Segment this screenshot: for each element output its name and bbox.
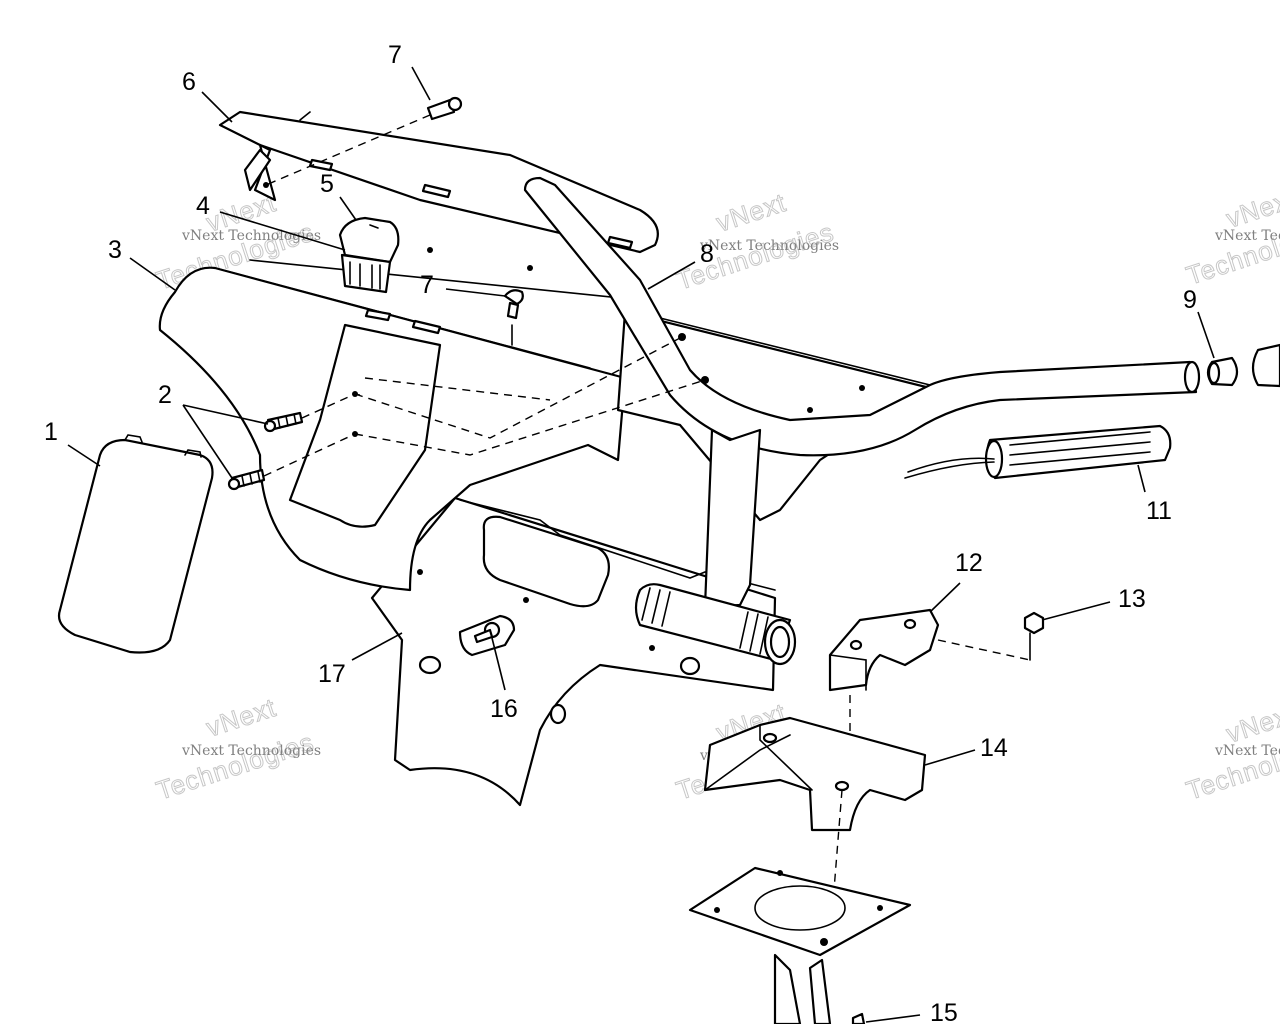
watermark-name: vNext Technologies bbox=[699, 238, 839, 254]
callout-2: 2 bbox=[158, 381, 172, 409]
callout-7-center: 7 bbox=[420, 271, 434, 299]
callout-14: 14 bbox=[980, 734, 1008, 762]
part-2-screws bbox=[227, 336, 706, 491]
part-7-fastener-center bbox=[503, 289, 524, 346]
watermark-bottom-right: vNext vNext Technologies Technologies bbox=[1182, 698, 1280, 807]
watermark-top-right: vNext vNext Technologies Technologies bbox=[1182, 183, 1280, 292]
part-16-grommet bbox=[458, 614, 516, 657]
leader-lines bbox=[67, 66, 1215, 1023]
callout-4: 4 bbox=[196, 192, 210, 220]
callout-8: 8 bbox=[700, 240, 714, 268]
callout-12: 12 bbox=[955, 549, 983, 577]
watermark-top-center: vNext vNext Technologies Technologies bbox=[672, 187, 839, 297]
watermark-brand: vNext bbox=[713, 187, 790, 238]
part-8-handlebar bbox=[523, 176, 1201, 609]
part-14-lower-clamp bbox=[703, 716, 927, 941]
watermark-name: vNext Technologies bbox=[1214, 228, 1280, 244]
watermark-name: vNext Technologies bbox=[1214, 743, 1280, 759]
callout-5: 5 bbox=[320, 170, 334, 198]
part-13-nut bbox=[1023, 611, 1045, 661]
watermark-name: vNext Technologies bbox=[181, 743, 321, 759]
crossbar-tube bbox=[634, 583, 797, 666]
watermark-bottom-left: vNext vNext Technologies Technologies bbox=[152, 692, 321, 807]
part-12-upper-clamp bbox=[828, 608, 1031, 740]
callout-17: 17 bbox=[318, 660, 346, 688]
part-15-stem-plate bbox=[688, 866, 912, 1024]
part-4-5-switch bbox=[338, 216, 400, 294]
watermark-word: Technologies bbox=[673, 217, 838, 296]
callout-6: 6 bbox=[182, 68, 196, 96]
callout-1: 1 bbox=[44, 418, 58, 446]
callout-labels: 1 2 3 4 5 6 7 7 8 9 11 12 13 14 15 16 17 bbox=[44, 41, 1197, 1024]
callout-3: 3 bbox=[108, 236, 122, 264]
watermark-word: Technologies bbox=[153, 727, 318, 806]
part-17-lower-panel bbox=[370, 496, 777, 807]
part-7-fastener-top bbox=[265, 96, 463, 186]
callout-16: 16 bbox=[490, 695, 518, 723]
callout-13: 13 bbox=[1118, 585, 1146, 613]
watermark-brand: vNext bbox=[1223, 698, 1280, 749]
part-3-headlight-pod bbox=[158, 247, 627, 592]
callout-15: 15 bbox=[930, 999, 958, 1024]
watermark-brand: vNext bbox=[1223, 183, 1280, 234]
watermark-brand: vNext bbox=[203, 692, 280, 743]
part-11-grip bbox=[904, 424, 1172, 480]
part-9-bushing bbox=[1206, 343, 1280, 388]
callout-11: 11 bbox=[1146, 497, 1172, 525]
callout-9: 9 bbox=[1183, 286, 1197, 314]
callout-7-top: 7 bbox=[388, 41, 402, 69]
part-1-headlight-cover bbox=[57, 434, 214, 654]
